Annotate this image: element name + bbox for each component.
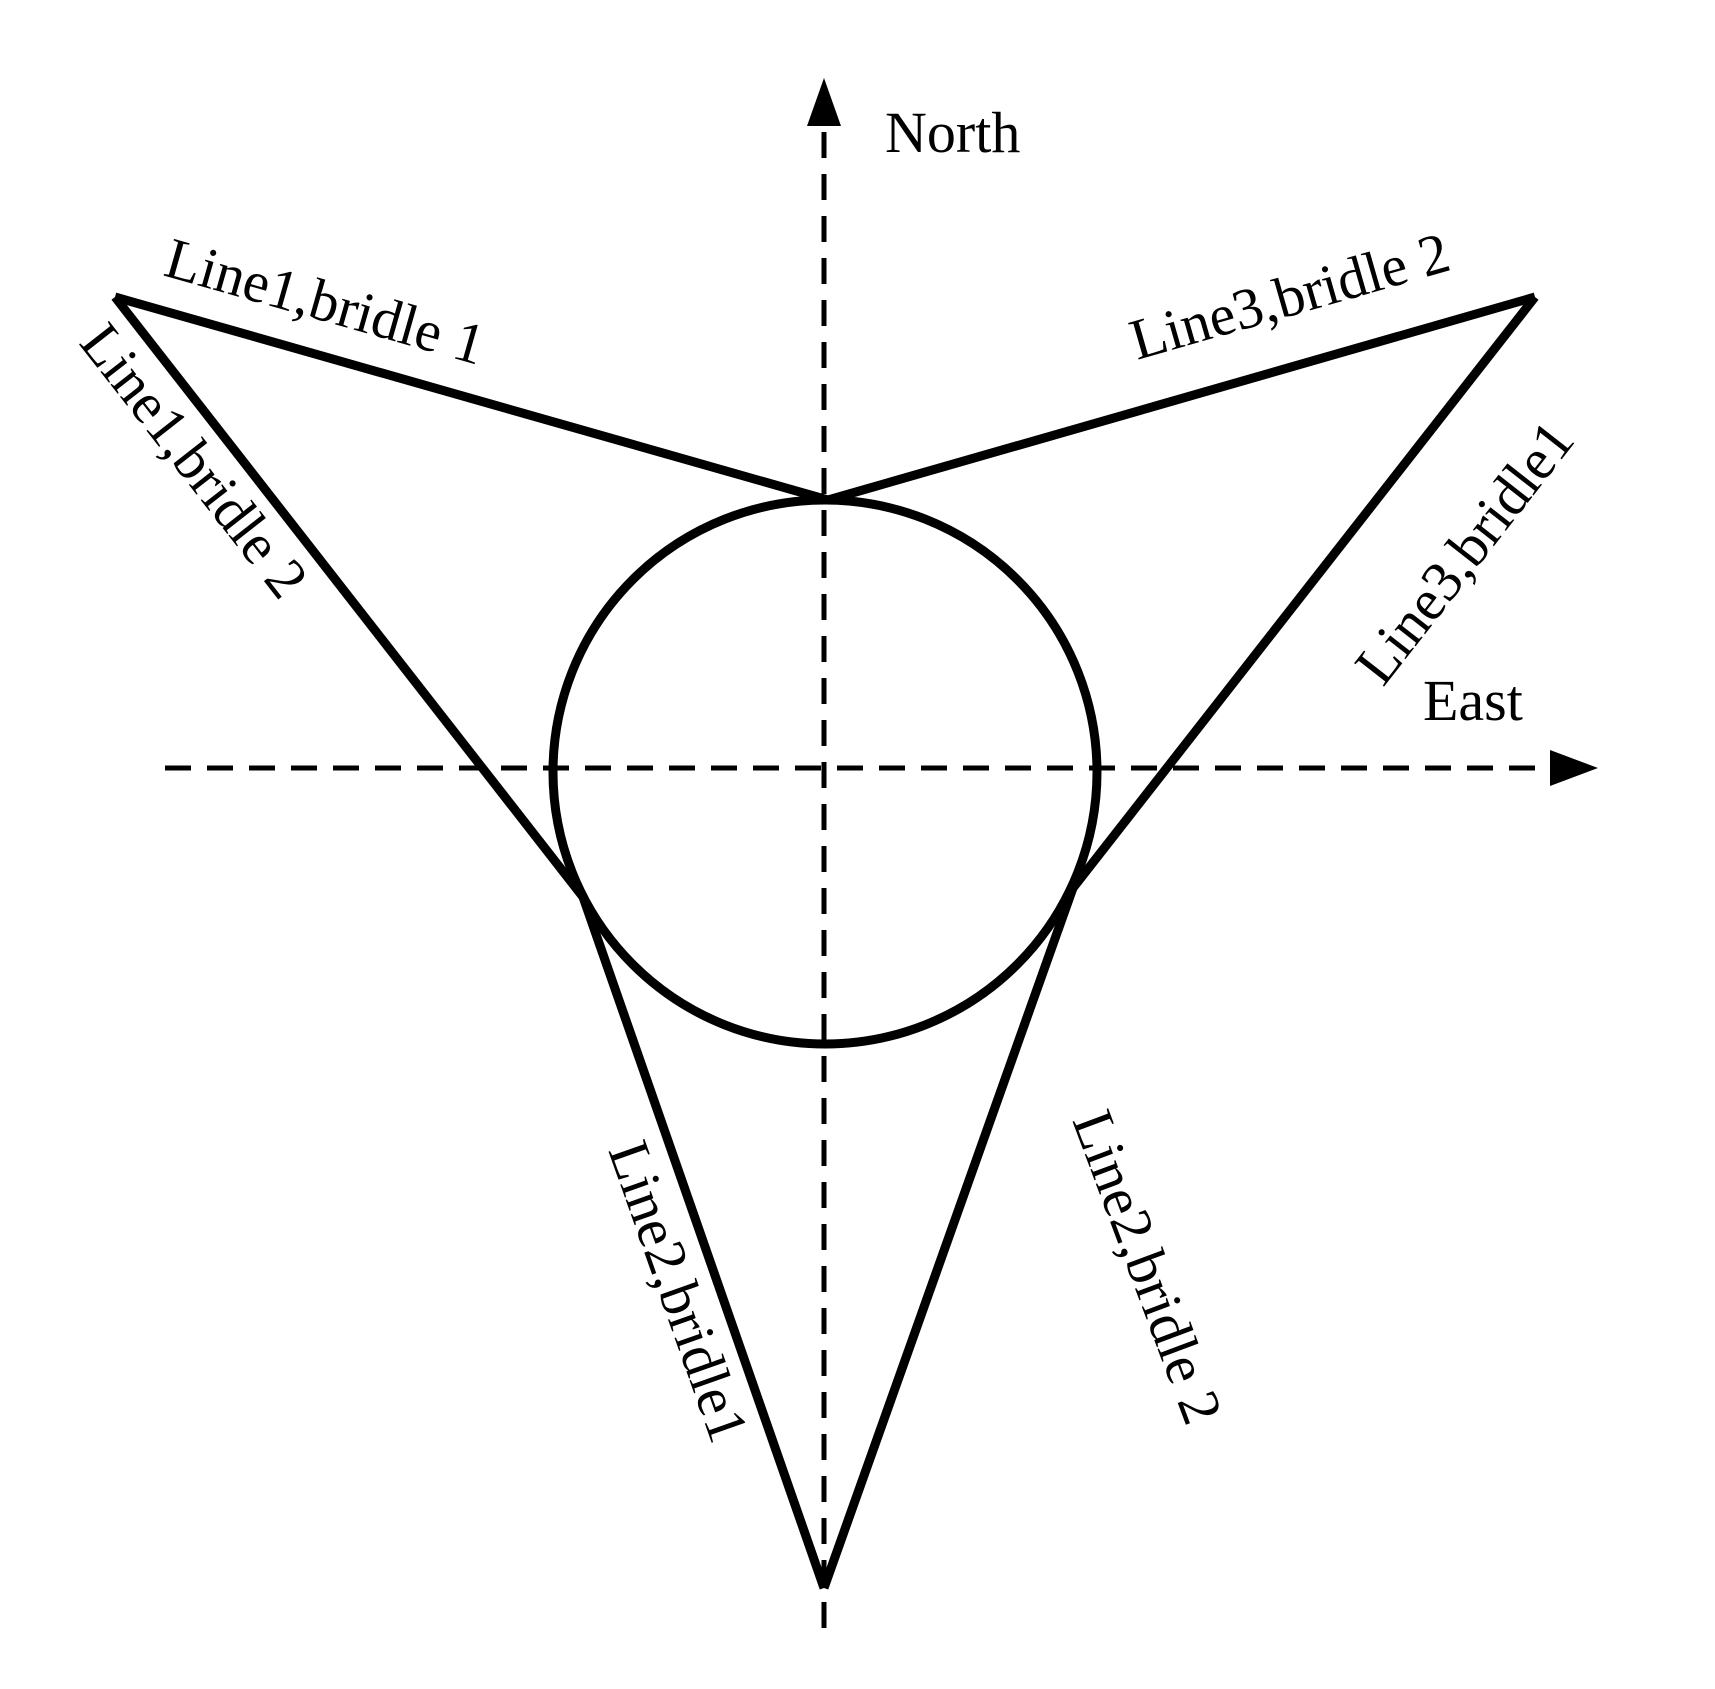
line3-bridle2 bbox=[826, 292, 1537, 505]
east-label: East bbox=[1423, 668, 1523, 733]
line2-bridle1 bbox=[578, 895, 829, 1590]
line3-bridle1 bbox=[1069, 294, 1539, 891]
line1-bridle2 bbox=[111, 294, 587, 900]
north-label: North bbox=[885, 100, 1020, 165]
line3-bridle1-label: Line3,bridle1 bbox=[1342, 408, 1587, 696]
line2-bridle2 bbox=[819, 886, 1078, 1590]
line2-bridle2-label: Line2,bridle 2 bbox=[1060, 1102, 1236, 1433]
east-arrow-icon bbox=[1550, 750, 1598, 786]
north-arrow-icon bbox=[807, 78, 841, 126]
line1-bridle2-label: Line1,bridle 2 bbox=[68, 311, 322, 610]
line3-bridle2-label: Line3,bridle 2 bbox=[1123, 219, 1457, 372]
line1-bridle1 bbox=[113, 292, 830, 505]
